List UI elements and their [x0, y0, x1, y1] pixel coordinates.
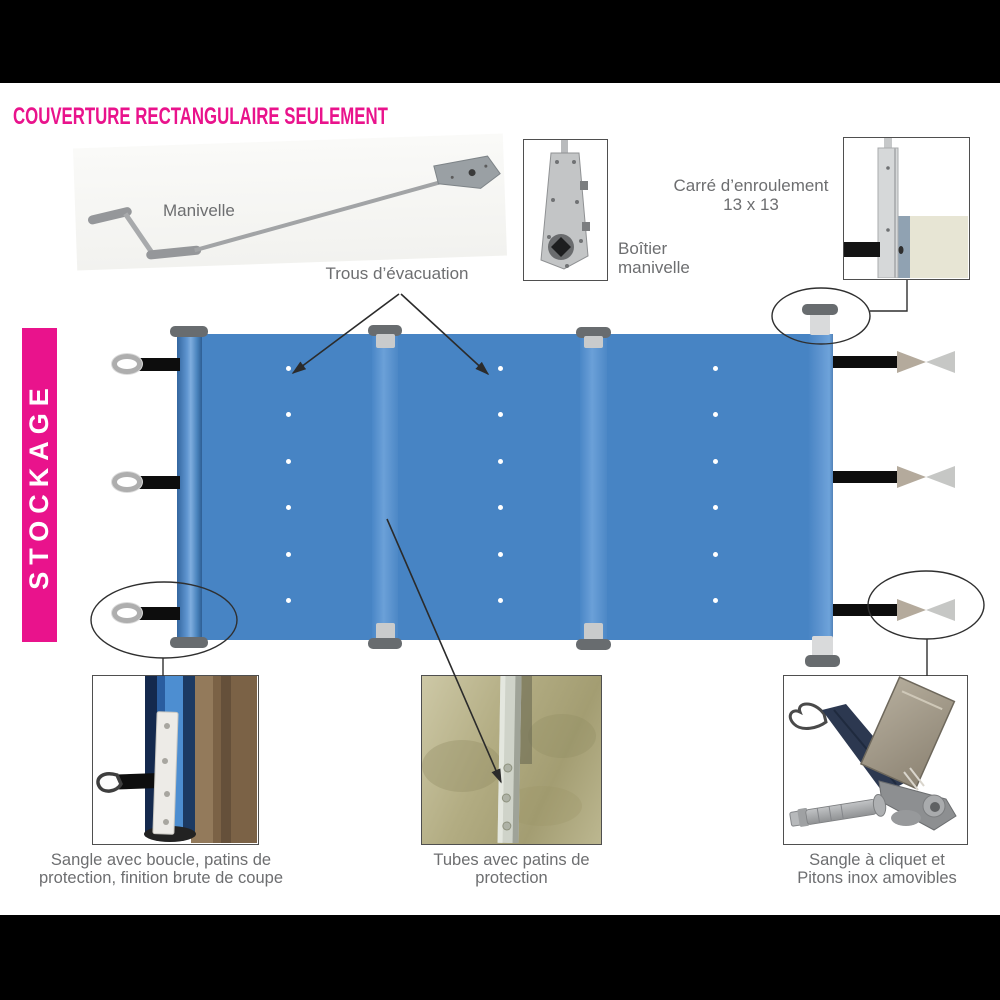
strap-eyelet-ring: [112, 472, 142, 492]
manivelle-label: Manivelle: [163, 201, 235, 220]
sangle-cliquet-photo: [783, 675, 968, 845]
ratchet-strap-band: [833, 471, 897, 483]
page-title: COUVERTURE RECTANGULAIRE SEULEMENT: [13, 103, 388, 130]
boitier-label-line2: manivelle: [618, 258, 690, 277]
sangle-cliquet-caption: Sangle à cliquet et Pitons inox amovible…: [727, 851, 1000, 887]
buckle-left-wing: [897, 599, 926, 621]
cover-roller-tube-right: [808, 334, 833, 640]
drain-hole: [712, 597, 718, 603]
square-axle-drawing: [844, 138, 968, 279]
ratchet-strap-band: [833, 356, 897, 368]
boitier-label-line1: Boîtier: [618, 239, 668, 258]
stockage-banner: STOCKAGE: [22, 328, 57, 642]
drain-hole: [497, 411, 503, 417]
strap-eyelet-ring: [112, 354, 142, 374]
cover-tube-middle-2: [580, 334, 607, 640]
tube-collar: [584, 623, 603, 640]
buckle-right-wing: [926, 466, 955, 488]
drain-hole: [285, 411, 291, 417]
drain-hole: [712, 551, 718, 557]
sangle-boucle-caption: Sangle avec boucle, patins de protection…: [10, 851, 312, 887]
drain-hole: [712, 411, 718, 417]
carre-label-line1: Carré d’enroulement: [673, 176, 829, 195]
stockage-label: STOCKAGE: [24, 380, 54, 590]
sangle-boucle-photo: [92, 675, 259, 845]
tubes-patins-photo: [421, 675, 602, 845]
cover-roller-tube-left: [177, 334, 202, 640]
tube-cap: [170, 637, 208, 648]
ratchet-buckle: [897, 466, 955, 488]
buckle-right-wing: [926, 351, 955, 373]
eyelet-strap-band: [138, 476, 180, 489]
drain-hole: [712, 458, 718, 464]
strap-buckle-drawing: [96, 676, 257, 843]
tube-cap: [368, 638, 402, 649]
manivelle-photo: [73, 133, 507, 271]
carre-enroulement-label: Carré d’enroulement 13 x 13: [651, 176, 851, 214]
bottom-letterbox-bar: [0, 915, 1000, 1000]
boitier-manivelle-photo: [523, 139, 608, 281]
tube-cap: [576, 327, 611, 338]
eyelet-strap-band: [138, 607, 180, 620]
drain-hole: [712, 504, 718, 510]
ratchet-buckle: [897, 351, 955, 373]
drain-hole: [497, 365, 503, 371]
drain-hole: [285, 551, 291, 557]
strap-eyelet-ring: [112, 603, 142, 623]
tube-cap: [802, 304, 838, 315]
sangle-boucle-caption-line1: Sangle avec boucle, patins de: [50, 851, 272, 869]
drain-hole: [497, 504, 503, 510]
carre-label-line2: 13 x 13: [723, 195, 779, 214]
tube-cap: [170, 326, 208, 337]
cover-tube-middle-1: [372, 334, 398, 640]
tube-collar: [376, 334, 395, 348]
drain-hole: [285, 597, 291, 603]
tubes-patins-caption: Tubes avec patins de protection: [433, 851, 590, 887]
drain-hole: [285, 504, 291, 510]
ratchet-buckle: [897, 599, 955, 621]
tube-pad-drawing: [422, 676, 596, 844]
tube-cap: [576, 639, 611, 650]
ratchet-strap-band: [833, 604, 897, 616]
drain-hole: [712, 365, 718, 371]
drain-hole: [285, 365, 291, 371]
pool-cover-panel: [177, 334, 833, 640]
buckle-left-wing: [897, 351, 926, 373]
eyelet-strap-band: [138, 358, 180, 371]
drain-hole: [497, 597, 503, 603]
drain-hole: [285, 458, 291, 464]
drain-hole: [497, 551, 503, 557]
buckle-left-wing: [897, 466, 926, 488]
connector-axle-photo: [870, 280, 908, 312]
top-letterbox-bar: [0, 0, 1000, 83]
crank-drawing: [88, 155, 501, 260]
drain-hole: [497, 458, 503, 464]
trous-evacuation-label: Trous d’évacuation: [325, 264, 469, 283]
tube-cap: [805, 655, 840, 667]
buckle-right-wing: [926, 599, 955, 621]
tube-collar: [584, 336, 603, 348]
sangle-cliquet-caption-line1: Sangle à cliquet et: [809, 851, 945, 869]
ratchet-drawing: [788, 676, 957, 831]
sangle-boucle-caption-line2: protection, finition brute de coupe: [39, 869, 283, 887]
crank-housing-drawing: [540, 140, 590, 270]
sangle-cliquet-caption-line2: Pitons inox amovibles: [797, 869, 957, 887]
tube-collar: [812, 636, 833, 660]
boitier-manivelle-label: Boîtier manivelle: [618, 239, 690, 277]
carre-enroulement-photo: [843, 137, 970, 280]
